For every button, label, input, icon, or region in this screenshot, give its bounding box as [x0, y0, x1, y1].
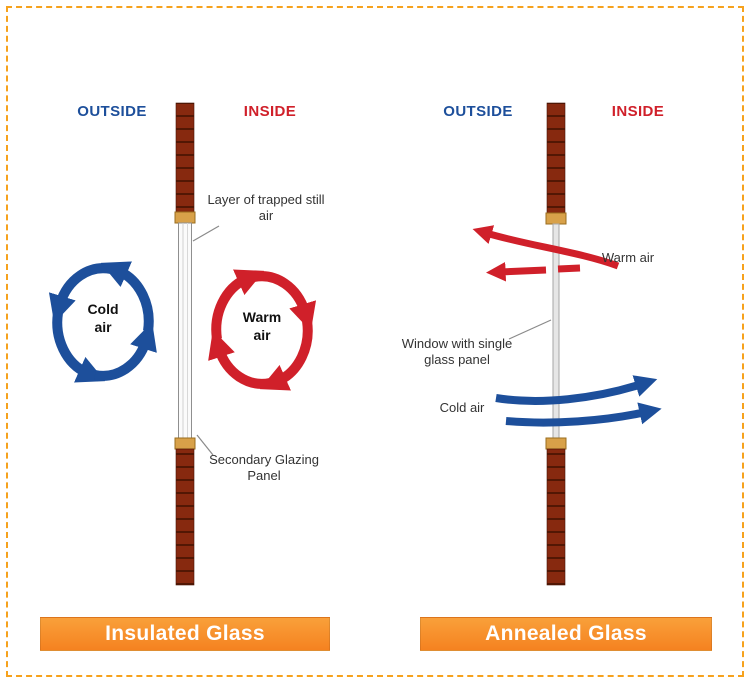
left-wall-top [174, 102, 196, 224]
left-glass-panel [178, 222, 192, 439]
cold-air-flow-arrows [495, 375, 662, 427]
secondary-glazing-label: Secondary Glazing Panel [209, 452, 319, 484]
insulated-glass-title: Insulated Glass [105, 622, 265, 645]
cold-air-label-right: Cold air [439, 400, 485, 415]
inside-label-left: INSIDE [243, 103, 297, 120]
right-wall-top [545, 102, 567, 225]
right-glass-panel [552, 223, 560, 439]
trapped-air-pointer-line [192, 225, 220, 242]
inside-label-right: INSIDE [611, 103, 665, 120]
annealed-glass-title: Annealed Glass [485, 622, 647, 645]
warm-air-circulation-arrows [208, 269, 317, 391]
secondary-glazing-pointer-line [196, 434, 214, 456]
window-pointer-line [508, 319, 552, 340]
warm-air-label-right: Warm air [601, 250, 655, 265]
outside-label-left: OUTSIDE [77, 103, 147, 120]
cold-air-circulation-arrows [48, 261, 157, 383]
single-glass-window-label: Window with single glass panel [401, 336, 513, 368]
cold-air-label-left: Cold air [87, 301, 119, 335]
annealed-glass-banner: Annealed Glass [420, 617, 712, 651]
left-wall-bottom [174, 437, 196, 586]
right-wall-bottom [545, 437, 567, 586]
warm-air-label-left: Warm air [242, 309, 282, 343]
trapped-air-label: Layer of trapped still air [207, 192, 325, 224]
insulated-glass-banner: Insulated Glass [40, 617, 330, 651]
warm-air-flow-arrows [472, 225, 620, 282]
outside-label-right: OUTSIDE [443, 103, 513, 120]
